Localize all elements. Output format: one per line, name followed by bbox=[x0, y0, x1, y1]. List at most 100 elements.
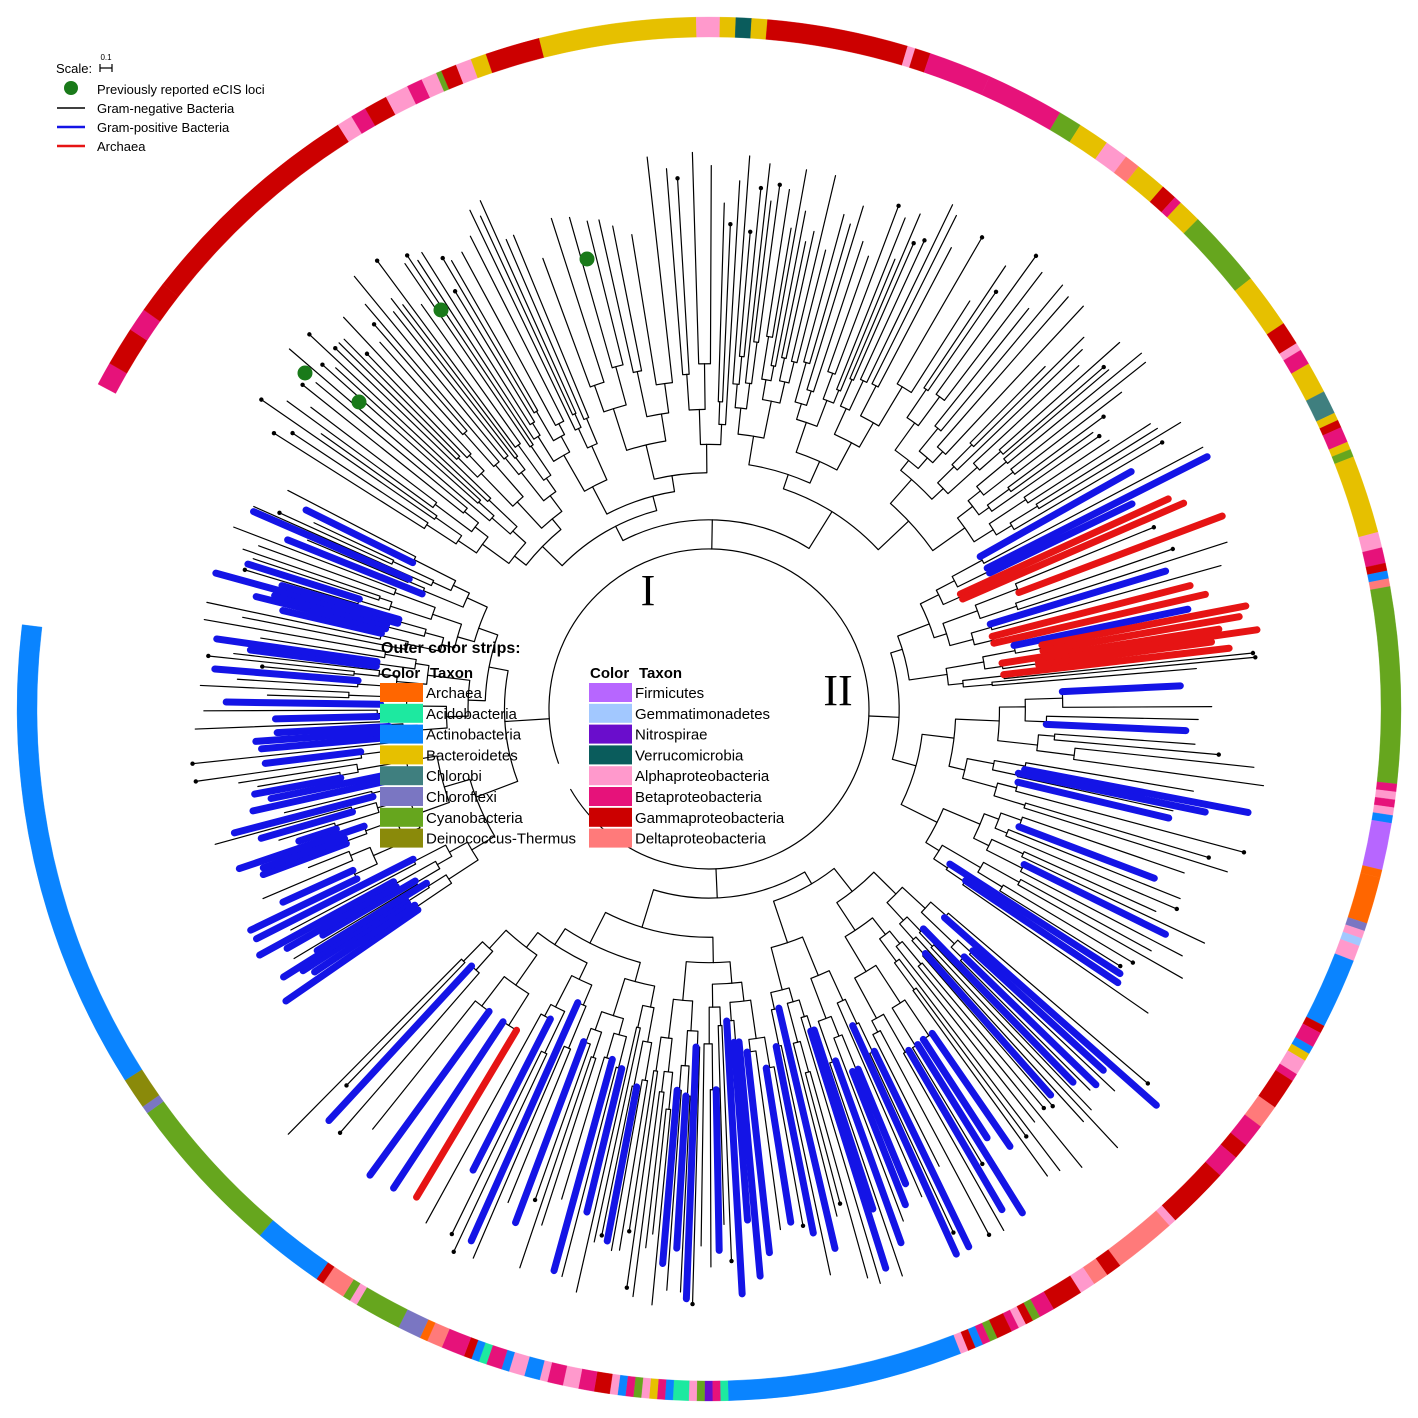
branch bbox=[671, 475, 676, 493]
branch bbox=[262, 859, 354, 900]
colored-tip bbox=[998, 625, 1223, 667]
branch bbox=[833, 1037, 904, 1222]
branch bbox=[799, 1040, 810, 1073]
branch bbox=[1054, 733, 1196, 745]
branch-arc bbox=[1036, 734, 1040, 751]
branch bbox=[286, 400, 434, 509]
colored-tip bbox=[1039, 613, 1243, 655]
branch bbox=[753, 200, 772, 343]
colored-tip bbox=[928, 1029, 1014, 1150]
colored-tip bbox=[222, 698, 385, 708]
tip-node bbox=[451, 1249, 456, 1255]
branch bbox=[424, 632, 445, 639]
branch-arc bbox=[541, 510, 563, 529]
ecis-locus-dot bbox=[433, 302, 449, 318]
colored-tip bbox=[302, 506, 417, 567]
branch bbox=[945, 305, 1084, 455]
branch bbox=[959, 959, 1091, 1091]
branch bbox=[478, 627, 499, 636]
branch bbox=[1073, 758, 1265, 787]
branch bbox=[817, 1020, 834, 1063]
branch bbox=[631, 234, 657, 386]
branch bbox=[577, 427, 589, 449]
branch bbox=[748, 435, 755, 466]
branch bbox=[973, 336, 1085, 448]
branch bbox=[829, 1062, 903, 1277]
branch bbox=[436, 855, 453, 866]
tip-node bbox=[624, 1285, 630, 1290]
colored-tip bbox=[854, 1065, 910, 1188]
colored-tip bbox=[735, 1038, 764, 1280]
tip-node bbox=[1216, 752, 1221, 757]
branch-arc bbox=[613, 1032, 627, 1038]
strip-legend-swatch bbox=[380, 787, 423, 806]
colored-tip bbox=[1021, 766, 1252, 816]
tip-node bbox=[837, 1201, 843, 1206]
branch bbox=[357, 763, 392, 771]
branch bbox=[479, 200, 577, 414]
branch-arc bbox=[967, 500, 980, 516]
strip-legend-taxon-label: Alphaproteobacteria bbox=[635, 768, 770, 785]
branch bbox=[589, 911, 607, 944]
branch bbox=[1074, 747, 1255, 768]
colored-tip bbox=[743, 1048, 773, 1257]
branch bbox=[983, 471, 1014, 496]
branch bbox=[593, 1027, 641, 1243]
strip-segment bbox=[696, 1380, 705, 1402]
branch bbox=[1023, 851, 1157, 912]
branch bbox=[785, 230, 815, 360]
branch bbox=[982, 861, 1020, 883]
branch-arc bbox=[761, 378, 772, 382]
branch bbox=[380, 634, 409, 643]
branch bbox=[1010, 361, 1147, 470]
branch-arc bbox=[810, 970, 830, 979]
branch bbox=[593, 384, 605, 413]
branch-arc bbox=[712, 981, 742, 985]
branch bbox=[844, 998, 858, 1025]
colored-tip bbox=[919, 925, 1077, 1086]
branch bbox=[832, 389, 840, 404]
branch-arc bbox=[982, 656, 986, 670]
branch bbox=[561, 1056, 605, 1200]
branch bbox=[771, 227, 792, 338]
branch bbox=[940, 284, 1064, 432]
branch bbox=[841, 1034, 857, 1071]
branch bbox=[592, 1031, 603, 1059]
branch bbox=[999, 890, 1121, 967]
branch bbox=[790, 175, 837, 362]
branch bbox=[453, 1053, 548, 1253]
branch bbox=[809, 1070, 869, 1279]
branch bbox=[394, 591, 436, 609]
tip-node bbox=[911, 241, 916, 246]
branch bbox=[1005, 835, 1178, 910]
branch-arc bbox=[471, 522, 479, 532]
branch bbox=[788, 987, 794, 1003]
branch bbox=[637, 1004, 644, 1029]
branch bbox=[425, 1013, 542, 1224]
tip-node bbox=[1241, 850, 1247, 855]
branch bbox=[755, 1050, 782, 1231]
branch-arc bbox=[793, 1040, 801, 1044]
branch bbox=[956, 505, 974, 519]
branch-arc bbox=[837, 998, 846, 1004]
branch-arc bbox=[732, 383, 740, 385]
strip-segment bbox=[1362, 819, 1392, 871]
branch bbox=[947, 466, 978, 495]
branch bbox=[930, 946, 1119, 1149]
colored-tip bbox=[211, 665, 362, 685]
branch bbox=[206, 601, 381, 640]
branch bbox=[582, 984, 593, 1006]
branch bbox=[806, 205, 864, 391]
branch bbox=[535, 410, 555, 442]
tip-node bbox=[333, 345, 338, 351]
colored-tip bbox=[247, 875, 361, 934]
branch-arc bbox=[503, 670, 519, 782]
branch bbox=[896, 236, 983, 385]
branch bbox=[287, 489, 417, 558]
branch-arc bbox=[660, 1036, 673, 1040]
branch bbox=[942, 610, 979, 624]
colored-tip-branches bbox=[211, 453, 1261, 1303]
branch bbox=[901, 886, 926, 909]
branch bbox=[665, 168, 684, 376]
branch-arc bbox=[642, 1079, 648, 1082]
